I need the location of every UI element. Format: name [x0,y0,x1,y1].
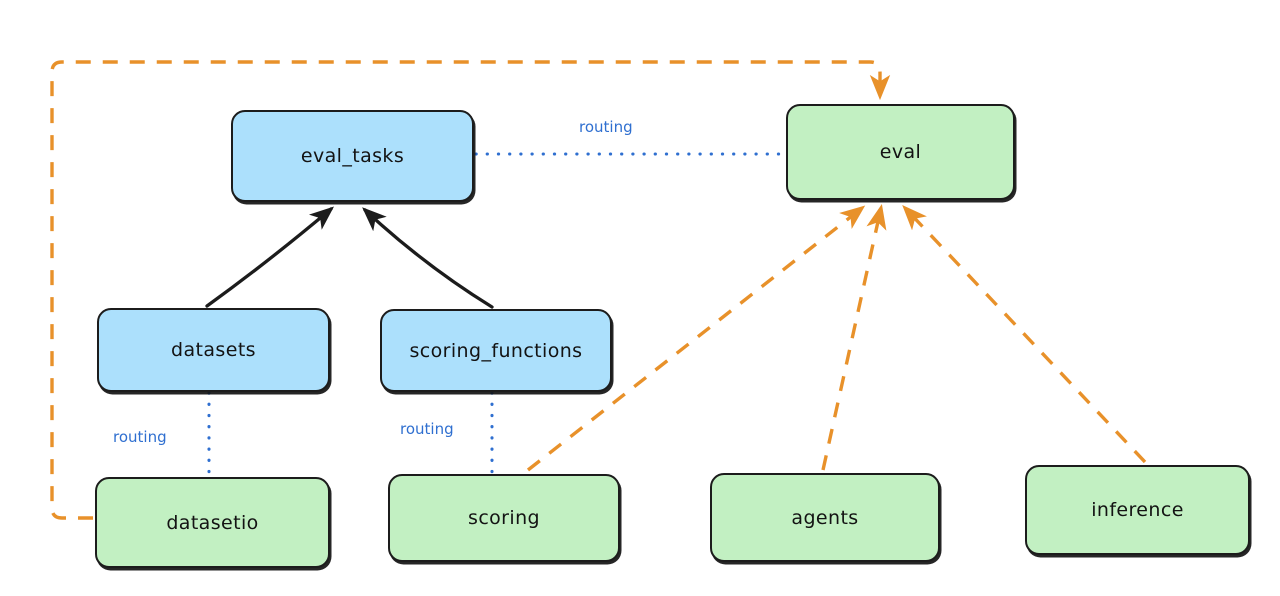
node-eval[interactable]: eval [786,104,1015,200]
edge-label-routing-eval: routing [579,118,633,136]
node-label: agents [791,506,859,529]
node-label: eval [879,141,922,163]
edge-scoring_functions-eval_tasks [362,207,494,309]
node-inference[interactable]: inference [1025,465,1250,555]
node-agents[interactable]: agents [710,473,940,562]
node-label: eval_tasks [300,145,405,167]
edge-datasets-eval_tasks [205,206,335,308]
node-eval-tasks[interactable]: eval_tasks [231,110,474,202]
edge-inference-eval [902,205,1147,464]
node-datasetio[interactable]: datasetio [95,477,330,568]
edge-scoring-eval [526,205,866,472]
edge-datasetio-eval [50,60,891,520]
node-label: datasets [171,339,256,361]
node-label: scoring [468,507,540,529]
node-label: datasetio [166,511,259,534]
edge-label-routing-datasetio: routing [113,428,167,446]
node-label: scoring_functions [409,339,583,362]
edge-agents-eval [821,204,887,471]
node-label: inference [1091,499,1184,521]
node-scoring-functions[interactable]: scoring_functions [380,309,612,392]
edge-label-routing-scoring: routing [400,420,454,438]
node-scoring[interactable]: scoring [388,474,620,562]
node-datasets[interactable]: datasets [97,308,330,392]
